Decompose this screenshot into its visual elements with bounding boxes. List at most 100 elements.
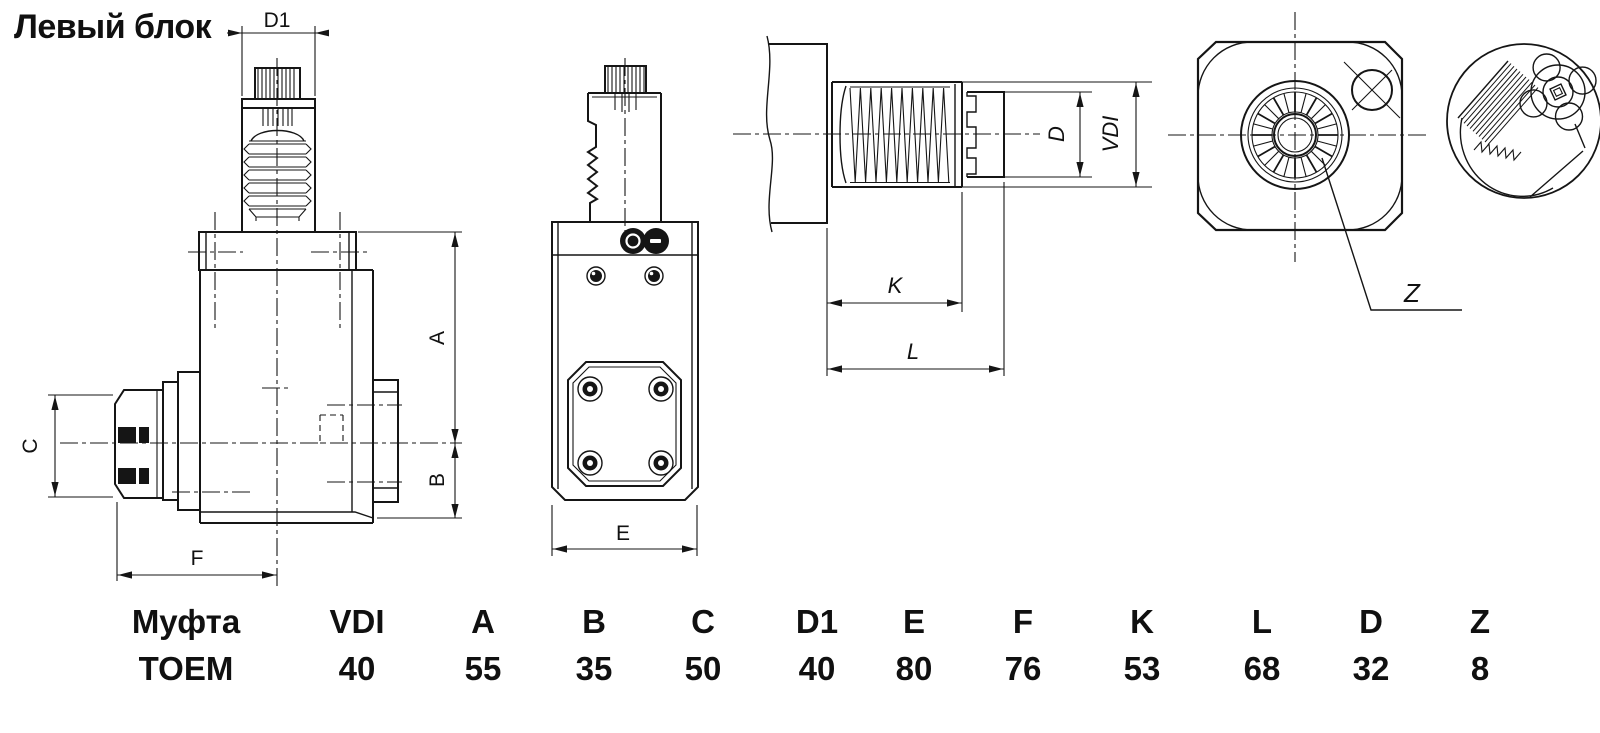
coupling-end (967, 91, 1005, 178)
dim-label-a: A (426, 331, 449, 345)
col-header: Z (1469, 603, 1491, 640)
iso-thread-zigzag (1473, 140, 1522, 162)
front-flange-endcaps (205, 232, 350, 270)
front-thread-right-crests (305, 143, 312, 207)
dim-d1: D1 (227, 9, 329, 96)
face-bore-outer (1273, 113, 1317, 157)
side-mount-bolts (577, 376, 674, 476)
front-shank-serration-lower (262, 108, 293, 126)
shank-thread-start (839, 84, 956, 186)
table-col-a: A 55 (413, 598, 553, 692)
dim-d: D (1044, 92, 1084, 177)
face-centerlines (1168, 12, 1428, 262)
front-clamp-block-caps (373, 391, 398, 489)
front-shank-collar (241, 98, 316, 109)
face-square-flange (1196, 40, 1404, 232)
page-title: Левый блок (14, 8, 212, 46)
side-body-outline (551, 221, 699, 501)
shank-cylinder (831, 81, 963, 188)
dim-vdi: VDI (1098, 82, 1140, 187)
dim-a: A (358, 231, 462, 443)
dim-label-b: B (426, 473, 449, 487)
shank-thread-crests (850, 86, 950, 184)
face-index-hole-marks (1343, 61, 1401, 119)
face-view: Z (1168, 12, 1462, 311)
col-value: 40 (338, 650, 376, 687)
col-value: 40 (798, 650, 836, 687)
col-header: Муфта (131, 603, 241, 640)
face-bore-inner (1277, 117, 1313, 153)
face-coupling-chamfer (1247, 87, 1343, 183)
turret-wall-break-line (765, 35, 774, 233)
table-col-mufta: Муфта TOEM (116, 598, 256, 692)
side-small-screws (586, 266, 664, 286)
dim-f: F (116, 502, 277, 581)
col-header: B (582, 603, 606, 640)
front-collet-ring (162, 381, 178, 501)
front-body-face-edges (200, 270, 374, 519)
col-value: 55 (464, 650, 502, 687)
side-body-walls (552, 222, 698, 489)
table-col-vdi: VDI 40 (287, 598, 427, 692)
dim-label-vdi: VDI (1098, 116, 1123, 153)
side-clamp-screws (620, 228, 669, 254)
front-clamp-block (373, 379, 399, 503)
coupling-castellation (966, 92, 977, 177)
iso-thread-hatch (1460, 63, 1539, 145)
face-radial-teeth-major (1252, 92, 1338, 178)
shank-extension-lines (962, 81, 1152, 188)
turret-wall (768, 43, 828, 224)
dim-z: Z (1321, 157, 1462, 311)
front-thread-left-crests (243, 143, 250, 207)
table-col-c: C 50 (633, 598, 773, 692)
front-view: D1 A B C (19, 9, 462, 588)
table-col-k: K 53 (1072, 598, 1212, 692)
dim-label-f: F (191, 547, 204, 570)
iso-flange-silhouette (1446, 43, 1600, 199)
dim-b: B (377, 443, 462, 519)
dim-l: L (827, 182, 1005, 376)
front-shank-serration-hatch (257, 68, 295, 99)
side-view: E (551, 58, 699, 556)
shank-view: D VDI K L (733, 35, 1152, 376)
front-collet-nut (114, 389, 164, 499)
col-value: 80 (895, 650, 933, 687)
col-header: F (1012, 603, 1034, 640)
side-mount-plate-inner (572, 366, 677, 482)
table-col-f: F 76 (953, 598, 1093, 692)
col-header: L (1251, 603, 1273, 640)
side-shank-profile (586, 92, 662, 222)
col-header: VDI (329, 603, 385, 640)
col-value: TOEM (138, 650, 234, 687)
col-header: D (1359, 603, 1383, 640)
col-header: D1 (795, 603, 839, 640)
col-header: K (1130, 603, 1154, 640)
dim-label-c: C (19, 438, 42, 453)
dimension-table: Муфта TOEM VDI 40 A 55 B 35 C 50 D1 40 E… (0, 598, 1600, 698)
col-value: 53 (1123, 650, 1161, 687)
col-value: 68 (1243, 650, 1281, 687)
shank-thread-zigzag (849, 87, 950, 183)
dim-label-d1: D1 (264, 9, 291, 32)
table-col-z: Z 8 (1410, 598, 1550, 692)
col-value: 76 (1004, 650, 1042, 687)
col-value: 35 (575, 650, 613, 687)
front-collet-wrench-slots (118, 427, 149, 484)
table-col-d1: D1 40 (747, 598, 887, 692)
dim-c: C (19, 394, 113, 498)
dim-label-z: Z (1403, 278, 1421, 308)
col-value: 50 (684, 650, 722, 687)
front-thread-dome (250, 129, 305, 142)
col-header: E (902, 603, 925, 640)
iso-claw-coupling (1519, 53, 1597, 131)
face-index-hole (1351, 69, 1393, 111)
table-col-l: L 68 (1192, 598, 1332, 692)
table-col-d: D 32 (1301, 598, 1441, 692)
front-shank-body (241, 108, 316, 232)
table-col-b: B 35 (524, 598, 664, 692)
front-hidden-pocket (319, 414, 344, 444)
side-shank-details (592, 93, 657, 112)
dim-label-d: D (1044, 126, 1069, 142)
